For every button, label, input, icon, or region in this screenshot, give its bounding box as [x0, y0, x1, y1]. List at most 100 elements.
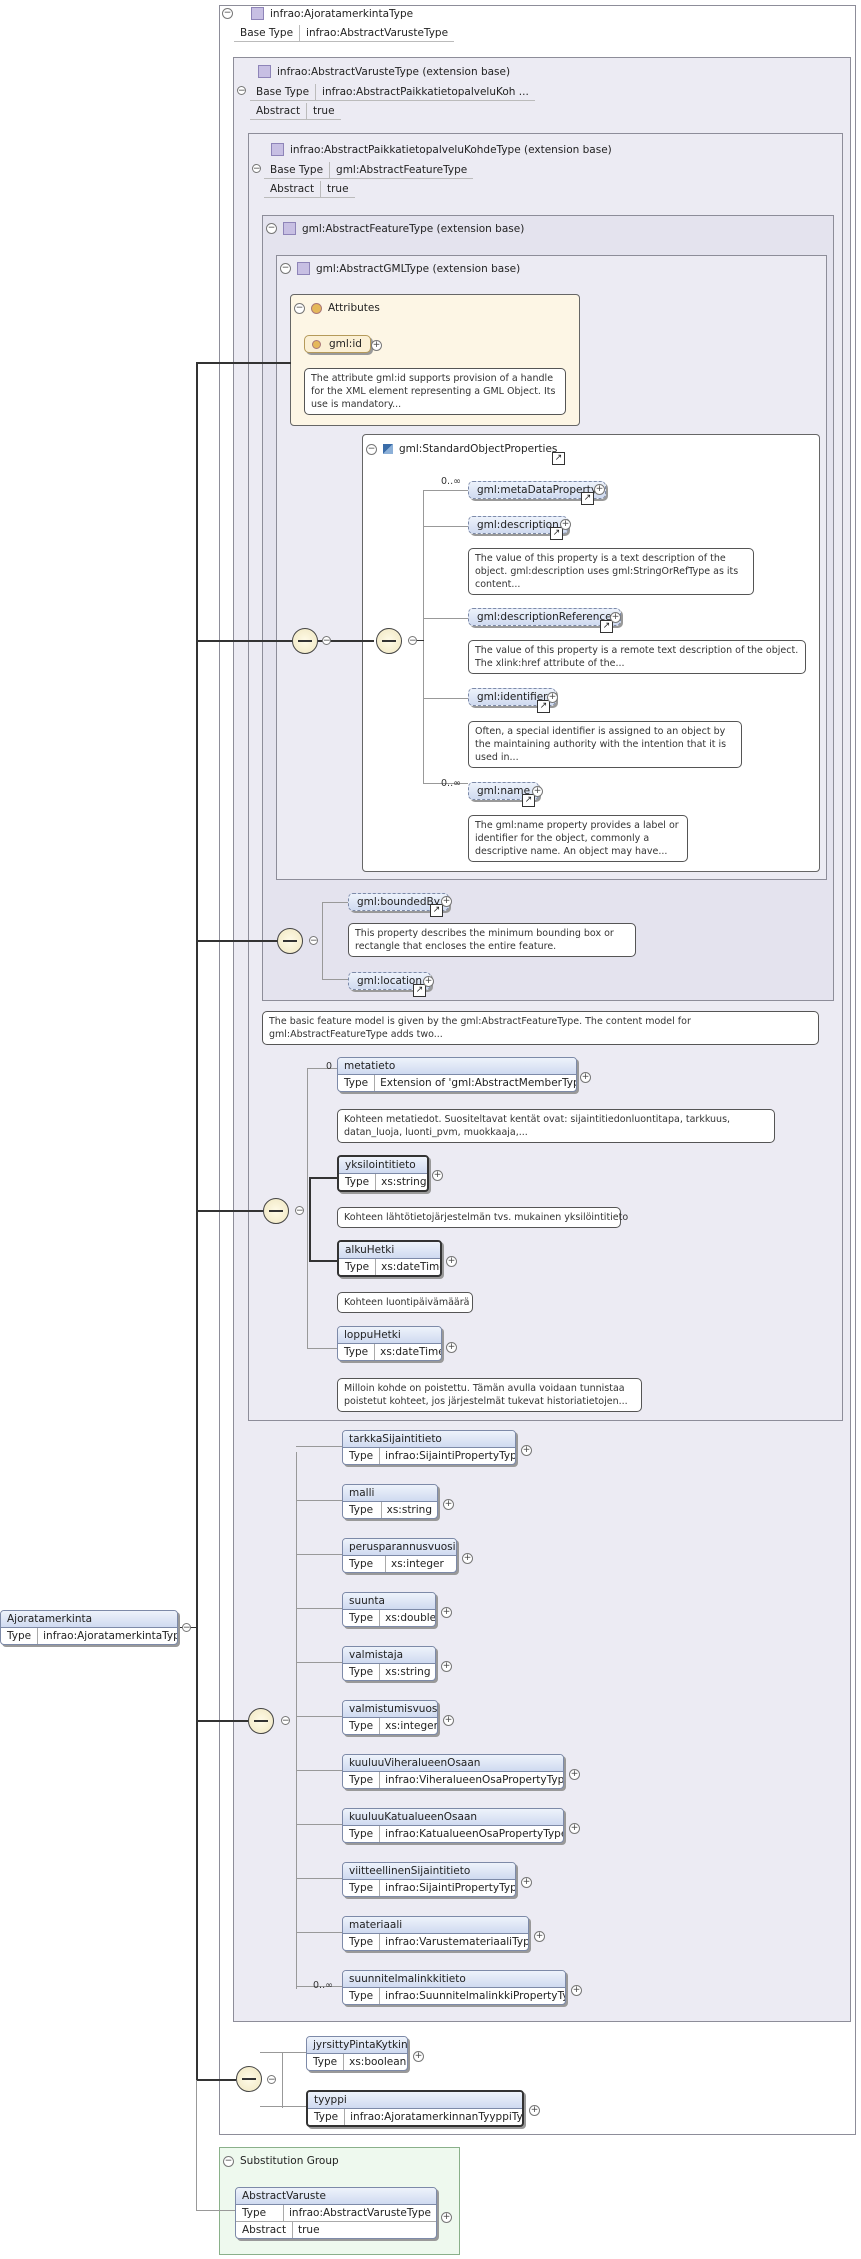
collapse-icon[interactable]: −	[295, 1206, 304, 1216]
expand-icon[interactable]: +	[571, 1985, 582, 1996]
sequence-compositor-icon	[292, 628, 318, 654]
connector-line	[282, 2052, 283, 2108]
sequence-compositor-icon	[236, 2066, 262, 2092]
collapse-icon[interactable]: −	[309, 936, 318, 946]
expand-icon[interactable]: +	[532, 786, 543, 797]
expand-icon[interactable]: +	[441, 896, 452, 907]
sequence-compositor-icon	[248, 1708, 274, 1734]
collapse-icon[interactable]: −	[322, 636, 331, 646]
sequence-compositor-icon	[263, 1198, 289, 1224]
std-props-header: − gml:StandardObjectProperties	[366, 443, 558, 455]
connector-line	[296, 1824, 342, 1825]
type-title: infrao:AjoratamerkintaType	[270, 7, 414, 20]
abstract-feature-header: − gml:AbstractFeatureType (extension bas…	[266, 222, 525, 235]
collapse-icon[interactable]: −	[252, 164, 261, 174]
expand-icon[interactable]: +	[521, 1877, 532, 1888]
connector-line	[296, 1500, 342, 1501]
reference-arrow-icon[interactable]: ↗	[552, 452, 565, 465]
collapse-icon[interactable]: −	[266, 223, 277, 234]
identifier-note: Often, a special identifier is assigned …	[468, 721, 742, 768]
element-identifier[interactable]: gml:identifier	[468, 688, 557, 706]
expand-icon[interactable]: +	[569, 1823, 580, 1834]
expand-icon[interactable]: +	[521, 1445, 532, 1456]
expand-icon[interactable]: +	[432, 1170, 443, 1181]
expand-icon[interactable]: +	[594, 484, 605, 495]
attributes-header: − Attributes	[294, 302, 380, 314]
collapse-icon[interactable]: −	[281, 1716, 290, 1726]
reference-arrow-icon[interactable]: ↗	[581, 492, 594, 505]
attribute-gml-id[interactable]: gml:id	[304, 335, 371, 353]
expand-icon[interactable]: +	[441, 1661, 452, 1672]
expand-icon[interactable]: +	[446, 1256, 457, 1267]
expand-icon[interactable]: +	[580, 1072, 591, 1083]
reference-arrow-icon[interactable]: ↗	[522, 794, 535, 807]
collapse-icon[interactable]: −	[222, 8, 233, 19]
expand-icon[interactable]: +	[446, 1342, 457, 1353]
reference-arrow-icon[interactable]: ↗	[600, 620, 613, 633]
expand-icon[interactable]: +	[529, 2105, 540, 2116]
attribute-icon	[312, 340, 321, 349]
element-boundedby[interactable]: gml:boundedBy	[348, 893, 449, 911]
collapse-icon[interactable]: −	[223, 2155, 234, 2167]
expand-icon[interactable]: +	[547, 692, 558, 703]
element-metadataproperty[interactable]: gml:metaDataProperty	[468, 481, 607, 499]
expand-icon[interactable]: +	[443, 1715, 454, 1726]
collapse-icon[interactable]: −	[408, 636, 417, 646]
expand-icon[interactable]: +	[371, 340, 382, 351]
expand-icon[interactable]: +	[610, 612, 621, 623]
sequence-compositor-icon	[376, 628, 402, 654]
reference-arrow-icon[interactable]: ↗	[550, 527, 563, 540]
description-reference-note: The value of this property is a remote t…	[468, 640, 806, 674]
element-description[interactable]: gml:description	[468, 516, 568, 534]
expand-icon[interactable]: +	[441, 1607, 452, 1618]
expand-icon[interactable]: +	[443, 1499, 454, 1510]
expand-icon[interactable]: +	[560, 519, 571, 530]
occurrence-label: 0..∞	[313, 1980, 333, 1991]
complex-type-icon	[283, 222, 296, 235]
element-location[interactable]: gml:location	[348, 972, 432, 990]
connector-line	[296, 1554, 342, 1555]
expand-icon[interactable]: +	[423, 976, 434, 987]
expand-icon[interactable]: +	[534, 1931, 545, 1942]
collapse-icon[interactable]: −	[237, 86, 246, 96]
metatieto-note: Kohteen metatiedot. Suositeltavat kentät…	[337, 1109, 775, 1143]
reference-arrow-icon[interactable]: ↗	[430, 904, 443, 917]
complex-type-icon	[258, 65, 271, 78]
occurrence-label: 0	[326, 1061, 333, 1072]
collapse-icon[interactable]: −	[182, 1623, 191, 1633]
yksilointitieto-note: Kohteen lähtötietojärjestelmän tvs. muka…	[337, 1207, 628, 1228]
element-description-reference[interactable]: gml:descriptionReference	[468, 608, 621, 626]
reference-arrow-icon[interactable]: ↗	[537, 700, 550, 713]
expand-icon[interactable]: +	[441, 2212, 452, 2223]
collapse-icon[interactable]: −	[366, 443, 377, 455]
boundedby-note: This property describes the minimum boun…	[348, 923, 636, 957]
collapse-icon[interactable]: −	[280, 263, 291, 274]
reference-arrow-icon[interactable]: ↗	[413, 984, 426, 997]
collapse-icon[interactable]: −	[294, 302, 305, 314]
expand-icon[interactable]: +	[462, 1553, 473, 1564]
expand-icon[interactable]: +	[569, 1769, 580, 1780]
collapse-icon[interactable]: −	[267, 2075, 276, 2085]
expand-icon[interactable]: +	[413, 2051, 424, 2062]
abstract-gml-header: − gml:AbstractGMLType (extension base)	[280, 262, 521, 275]
